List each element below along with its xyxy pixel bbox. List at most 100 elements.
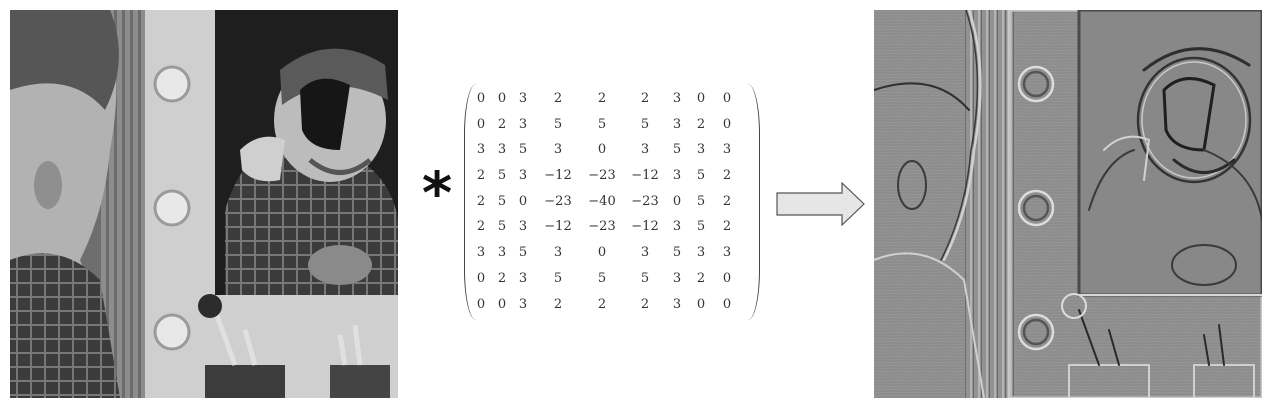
- kernel-cell: 2: [722, 168, 732, 184]
- kernel-cell: 3: [672, 219, 682, 235]
- kernel-cell: 3: [640, 245, 650, 261]
- kernel-cell: 0: [672, 193, 682, 209]
- kernel-cell: 5: [518, 245, 528, 261]
- left-parenthesis: [464, 84, 477, 320]
- kernel-cell: 0: [696, 91, 706, 106]
- kernel-cell: −40: [588, 193, 616, 209]
- kernel-cell: 5: [597, 116, 607, 132]
- kernel-cell: 5: [672, 142, 682, 158]
- convolution-operator: *: [420, 164, 454, 222]
- kernel-cell: 3: [553, 245, 563, 261]
- kernel-cell: 3: [518, 168, 528, 184]
- input-photo: [10, 10, 398, 398]
- kernel-cell: 3: [672, 116, 682, 132]
- kernel-cell: 2: [597, 91, 607, 106]
- kernel-cell: 2: [476, 168, 486, 184]
- right-parenthesis: [747, 84, 760, 320]
- kernel-cell: 3: [497, 245, 507, 261]
- kernel-cell: 0: [476, 296, 486, 312]
- kernel-cell: −12: [544, 168, 572, 184]
- right-arrow-icon: [776, 181, 866, 227]
- kernel-cell: 0: [597, 245, 607, 261]
- kernel-cell: 2: [476, 219, 486, 235]
- kernel-cell: 2: [640, 296, 650, 312]
- kernel-cell: 3: [553, 142, 563, 158]
- kernel-cell: 5: [640, 270, 650, 286]
- kernel-cell: −23: [588, 219, 616, 235]
- kernel-cell: 2: [722, 193, 732, 209]
- kernel-cell: 0: [476, 116, 486, 132]
- kernel-cell: 3: [640, 142, 650, 158]
- kernel-cell: 0: [722, 296, 732, 312]
- kernel-cell: 3: [696, 142, 706, 158]
- kernel-cell: −12: [631, 168, 659, 184]
- kernel-cell: 5: [518, 142, 528, 158]
- kernel-cell: 2: [722, 219, 732, 235]
- kernel-cell: 2: [696, 270, 706, 286]
- kernel-cell: 3: [518, 270, 528, 286]
- kernel-cell: 0: [476, 270, 486, 286]
- kernel-cell: 3: [518, 219, 528, 235]
- kernel-cell: 5: [696, 193, 706, 209]
- arrow-graphic: [776, 181, 865, 227]
- kernel-cell: 5: [497, 219, 507, 235]
- kernel-cell: 2: [597, 296, 607, 312]
- kernel-cell: 5: [696, 168, 706, 184]
- kernel-cell: 0: [497, 91, 507, 106]
- kernel-cell: 0: [476, 91, 486, 106]
- kernel-cell: 3: [518, 116, 528, 132]
- input-photo-graphic: [10, 10, 398, 398]
- kernel-cell: 0: [597, 142, 607, 158]
- kernel-cell: 3: [672, 91, 682, 106]
- kernel-cell: 2: [640, 91, 650, 106]
- kernel-cell: 5: [553, 270, 563, 286]
- asterisk-symbol: *: [421, 159, 453, 227]
- kernel-cell: 3: [672, 296, 682, 312]
- kernel-cell: 2: [553, 296, 563, 312]
- kernel-cell: 2: [476, 193, 486, 209]
- kernel-cell: −12: [631, 219, 659, 235]
- kernel-cell: −12: [544, 219, 572, 235]
- kernel-cell: 0: [722, 91, 732, 106]
- kernel-cell: 0: [696, 296, 706, 312]
- kernel-cell: 5: [640, 116, 650, 132]
- kernel-cell: −23: [588, 168, 616, 184]
- kernel-cell: 0: [722, 270, 732, 286]
- kernel-cell: 5: [553, 116, 563, 132]
- kernel-cell: 3: [518, 91, 528, 106]
- kernel-cell: 3: [672, 168, 682, 184]
- kernel-cell: 5: [497, 168, 507, 184]
- kernel-cell: 3: [518, 296, 528, 312]
- kernel-cell: 3: [696, 245, 706, 261]
- kernel-cell: 5: [672, 245, 682, 261]
- kernel-cell: 3: [476, 245, 486, 261]
- kernel-cell: 0: [518, 193, 528, 209]
- kernel-cell: −23: [544, 193, 572, 209]
- kernel-cell: 3: [722, 245, 732, 261]
- kernel-cell: 0: [722, 116, 732, 132]
- kernel-cell: 0: [497, 296, 507, 312]
- kernel-cell: 2: [696, 116, 706, 132]
- kernel-cell: −23: [631, 193, 659, 209]
- kernel-cell: 5: [696, 219, 706, 235]
- kernel-cell: 3: [672, 270, 682, 286]
- kernel-cell: 2: [553, 91, 563, 106]
- kernel-cell: 3: [722, 142, 732, 158]
- kernel-cell: 2: [497, 116, 507, 132]
- kernel-cell: 2: [497, 270, 507, 286]
- kernel-cell: 5: [597, 270, 607, 286]
- output-photo-graphic: [874, 10, 1262, 398]
- kernel-cell: 5: [497, 193, 507, 209]
- output-photo: [874, 10, 1262, 398]
